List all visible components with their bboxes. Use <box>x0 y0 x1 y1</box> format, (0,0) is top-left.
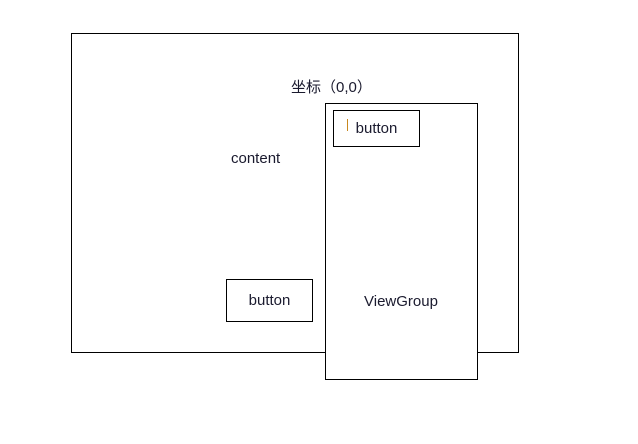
content-button-box[interactable]: button <box>226 279 313 322</box>
viewgroup-button-label: button <box>355 120 398 137</box>
coordinate-origin-label: 坐标（0,0） <box>291 79 372 96</box>
text-caret-icon <box>347 119 348 131</box>
viewgroup-container-box <box>325 103 478 380</box>
content-label: content <box>231 150 281 167</box>
viewgroup-label: ViewGroup <box>364 293 438 310</box>
content-button-label: button <box>248 292 291 309</box>
content-container-box <box>71 33 519 353</box>
